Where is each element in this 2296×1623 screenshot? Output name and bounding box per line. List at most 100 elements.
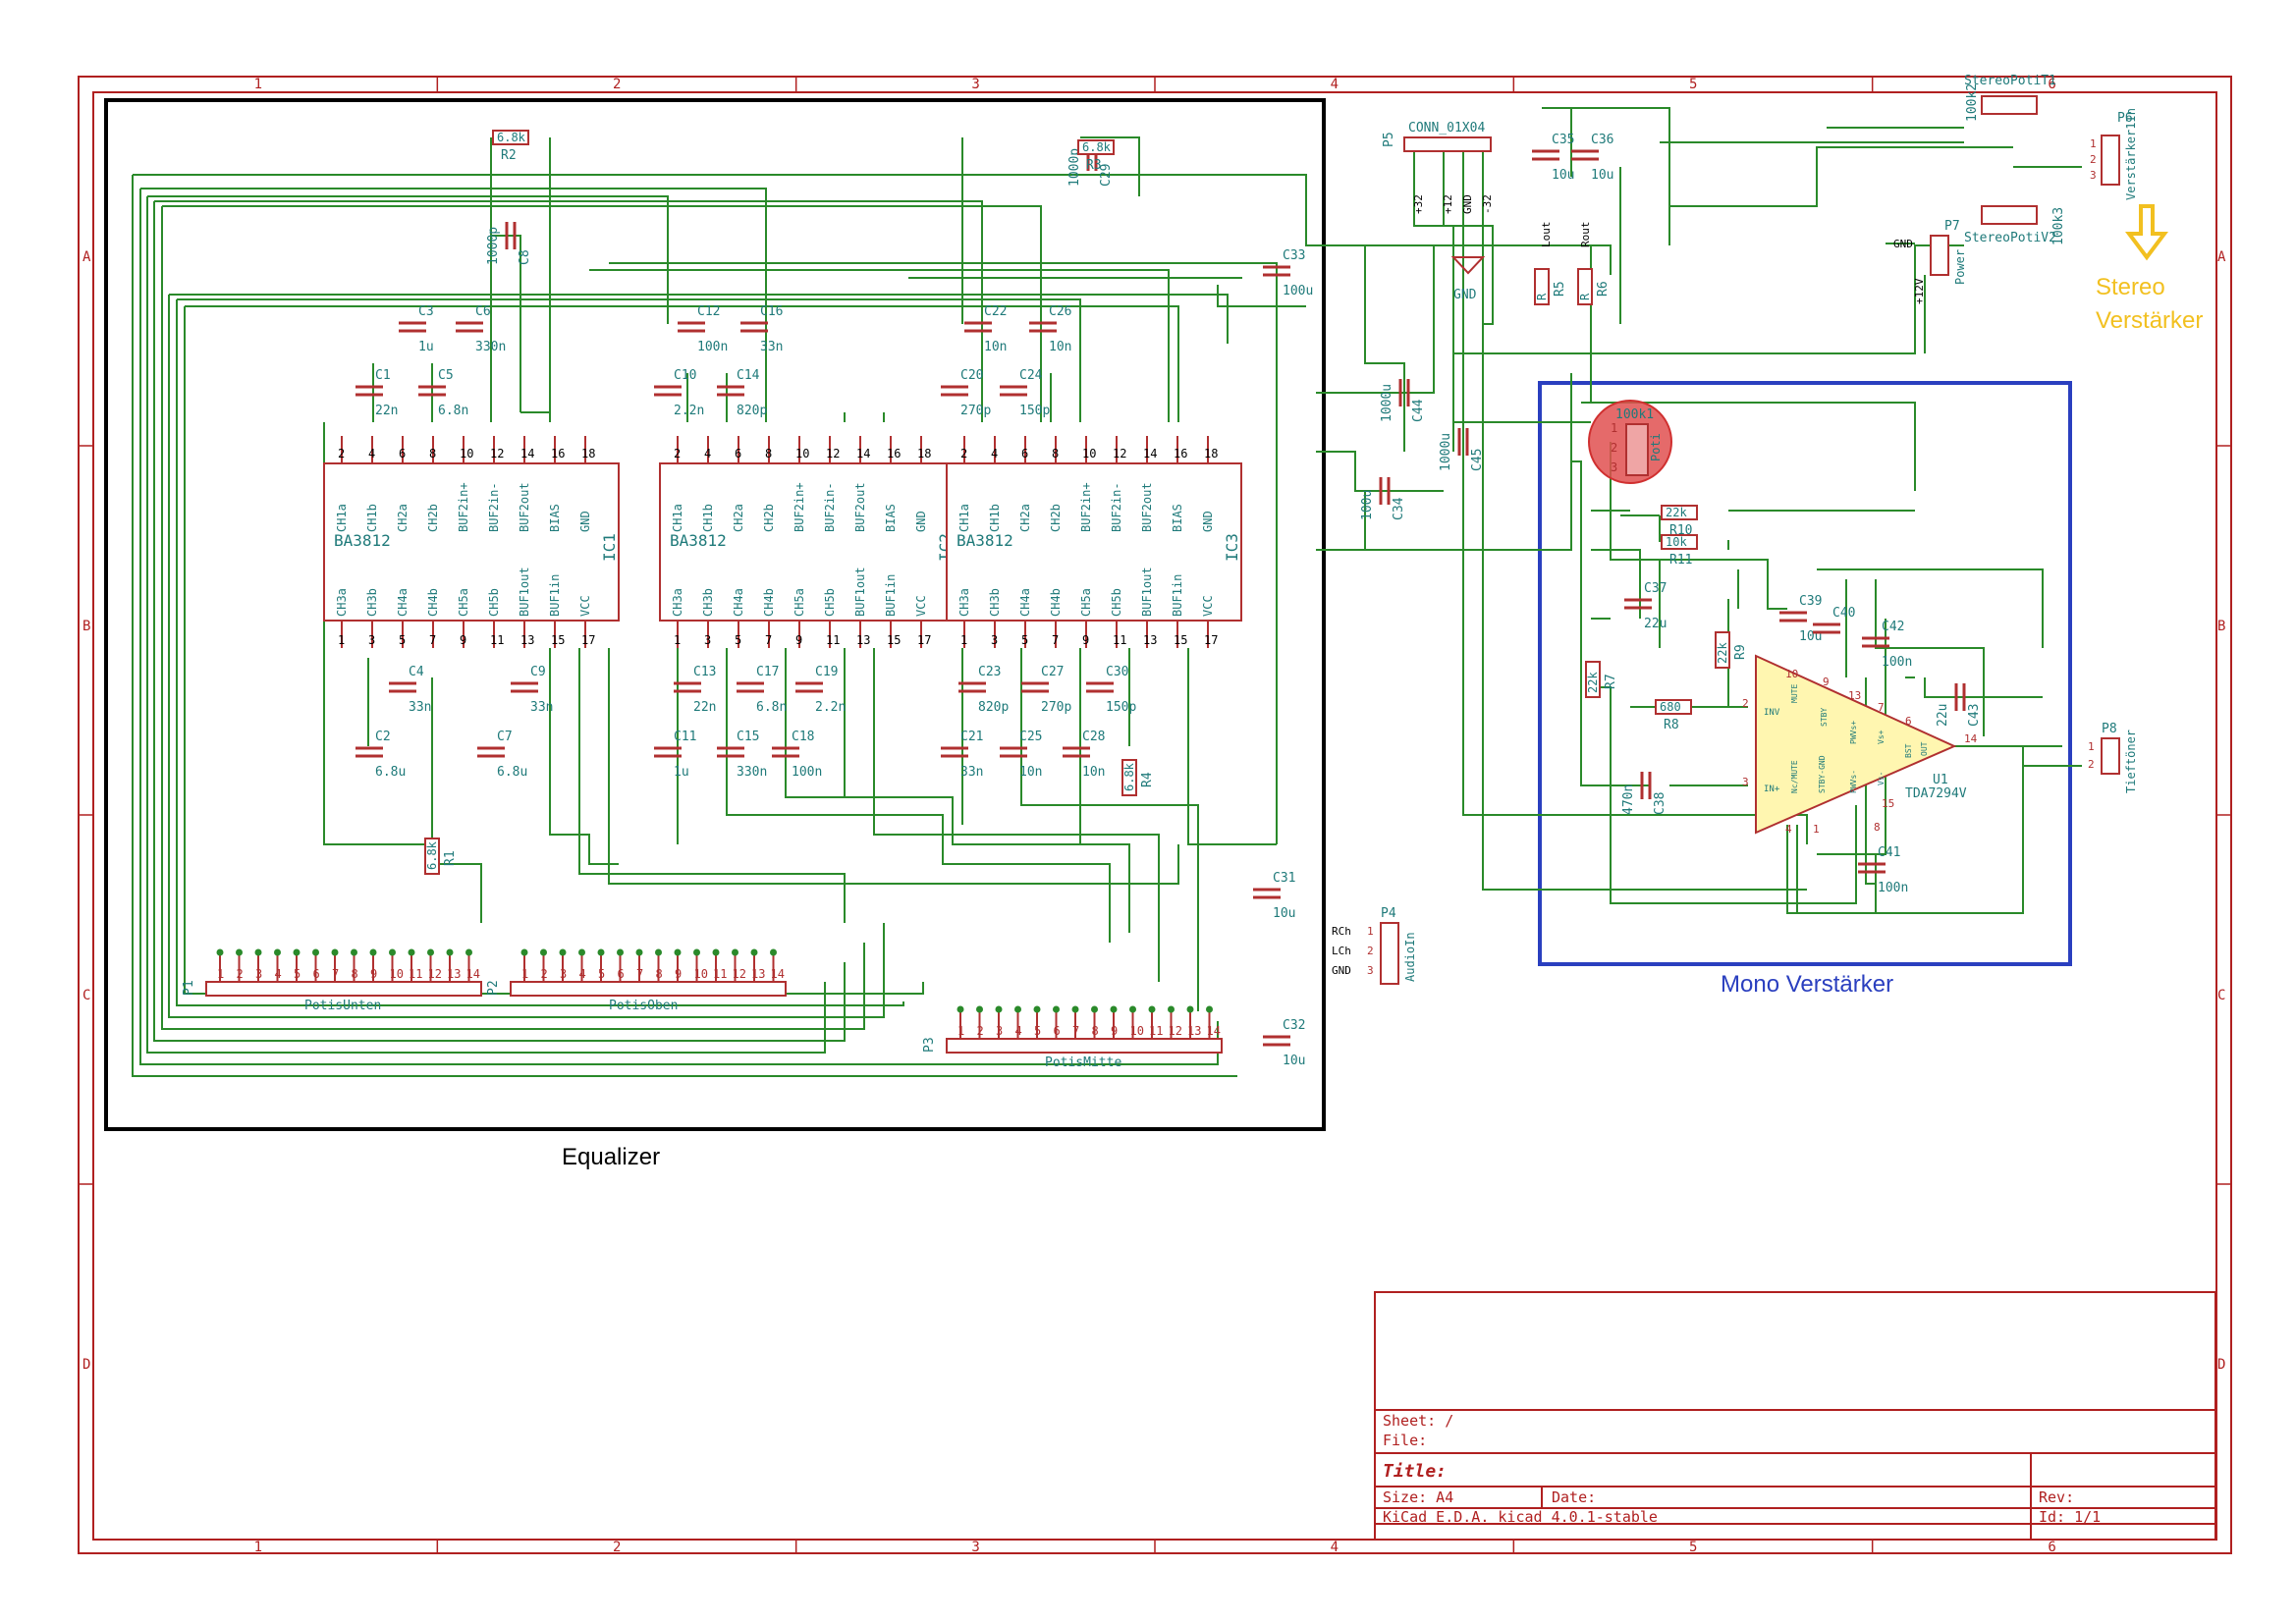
capacitor-ref: C43	[1967, 704, 1982, 727]
connector-pin-number: 10	[694, 967, 708, 981]
capacitor-ref: C22	[984, 304, 1007, 319]
connector-pin-junction	[1014, 1005, 1021, 1013]
capacitor-value: 100n	[792, 765, 822, 780]
capacitor-ref: C35	[1552, 133, 1574, 147]
connector-pin-number: 13	[1187, 1024, 1201, 1038]
connector-ref: P2	[486, 980, 501, 996]
connector-p4-name: AudioIn	[1403, 932, 1417, 982]
u1-pin-inv: INV	[1764, 708, 1780, 718]
capacitor-value: 33n	[760, 340, 783, 354]
connector-pin-junction	[578, 948, 585, 956]
capacitor-ref: C29	[1099, 164, 1114, 187]
connector-pin-junction	[1071, 1005, 1079, 1013]
ic-pin-number: 16	[551, 447, 565, 460]
ic-pin-label: GND	[914, 511, 928, 532]
resistor-value: 6.8k	[497, 131, 526, 144]
resistor-ref: R6	[1596, 281, 1611, 297]
connector-pin-number: 6	[1054, 1024, 1061, 1038]
connector-pin-number: 10	[390, 967, 404, 981]
tb-sheet: Sheet: /	[1383, 1412, 1453, 1430]
u1-pin-stbygnd: STBY-GND	[1818, 755, 1827, 793]
lout-label: Lout	[1540, 222, 1553, 248]
connector-pin-junction	[1186, 1005, 1194, 1013]
ic-pin-number: 16	[887, 447, 901, 460]
connector-p7: P7 Power GND +12V	[1893, 219, 1967, 304]
u1-pin-num-pwvs-plus: 13	[1848, 689, 1861, 702]
ic-pin-label: CH1a	[671, 504, 684, 532]
connector-pin-number: 7	[636, 967, 643, 981]
resistor-ref: R1	[443, 850, 458, 866]
capacitor-value: 10n	[984, 340, 1007, 354]
ic-pin-number: 4	[991, 447, 998, 460]
ic-pin-label: GND	[578, 511, 592, 532]
capacitor-ref: C20	[960, 368, 983, 383]
stereo-poti-1: StereoPotiT1 100k2	[1964, 74, 2056, 122]
connector-p4-pin-3: 3	[1367, 964, 1374, 977]
resistor-ref: R9	[1733, 644, 1748, 660]
capacitor-ref: C28	[1082, 730, 1105, 744]
capacitor-value: 150p	[1106, 700, 1136, 715]
capacitor-ref: C7	[497, 730, 513, 744]
ic-pin-number: 1	[960, 633, 967, 647]
resistor-r6: R R6	[1577, 268, 1611, 305]
capacitor-ref: C39	[1799, 594, 1822, 609]
connector-pin-junction	[674, 948, 682, 956]
ic-pin-label: CH2b	[762, 504, 776, 532]
ic-pin-number: 13	[856, 633, 870, 647]
u1-pin-num-in-minus: 2	[1742, 697, 1749, 710]
resistor-value: R	[1578, 293, 1592, 300]
connector-p8-name: Tieftöner	[2124, 730, 2138, 793]
connector-pin-number: 6	[618, 967, 625, 981]
mono-amp-group-label: Mono Verstärker	[1721, 971, 1893, 998]
resistor-value: 6.8k	[1082, 140, 1112, 154]
connector-pin-junction	[1168, 1005, 1175, 1013]
u1-pin-num-out: 14	[1964, 732, 1978, 745]
connector-pin-number: 12	[733, 967, 746, 981]
frame-row-label-right: A	[2217, 249, 2226, 265]
ic-pin-number: 18	[917, 447, 931, 460]
frame-col-label-bottom: 5	[1689, 1540, 1697, 1555]
capacitor-ref: C18	[792, 730, 814, 744]
stereo-amp-label: Stereo Verstärker	[2096, 274, 2203, 334]
ic-pin-label: CH5a	[457, 588, 470, 617]
connector-p5-net-3: GND	[1461, 194, 1474, 214]
ic-pin-number: 12	[490, 447, 504, 460]
ic-pin-number: 8	[765, 447, 772, 460]
capacitor-ref: C21	[960, 730, 983, 744]
connector-pin-junction	[1110, 1005, 1118, 1013]
connector-p8-pin-2: 2	[2088, 758, 2095, 771]
capacitor-ref: C3	[418, 304, 434, 319]
connector-pin-junction	[293, 948, 301, 956]
connector-pin-number: 2	[977, 1024, 984, 1038]
connector-pin-junction	[274, 948, 281, 956]
resistor-ref: R7	[1604, 674, 1618, 689]
frame-col-label-bottom: 6	[2048, 1540, 2055, 1555]
capacitor-value: 1000u	[1439, 433, 1453, 471]
ic-pin-label: BUF1in	[884, 574, 898, 617]
ic-pin-label: CH5b	[1110, 588, 1123, 617]
capacitor-value: 22n	[693, 700, 716, 715]
ic-pin-label: CH1b	[988, 504, 1002, 532]
ic-pin-label: CH4a	[1018, 588, 1032, 617]
ic-pin-number: 17	[1204, 633, 1218, 647]
connector-p7-ref: P7	[1944, 219, 1960, 234]
ic-pin-number: 10	[1082, 447, 1096, 460]
ic-pin-label: CH3b	[988, 588, 1002, 617]
capacitor-ref: C26	[1049, 304, 1071, 319]
capacitor-value: 22n	[375, 404, 398, 418]
